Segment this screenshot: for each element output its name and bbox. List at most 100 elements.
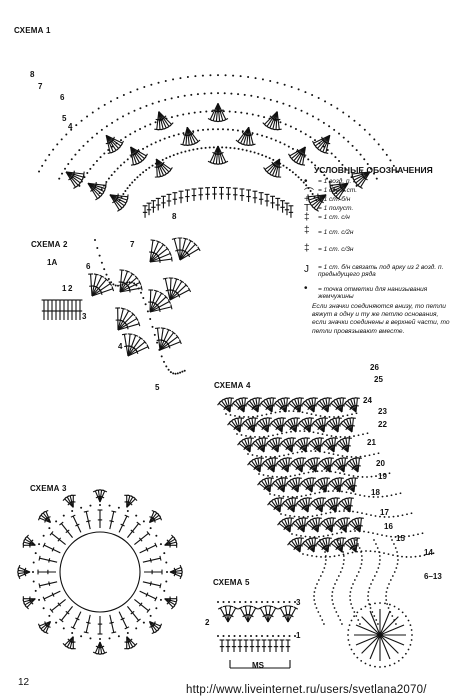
stitch-bar: [44, 621, 47, 626]
stitch-bar: [339, 182, 341, 187]
chain-dot: [80, 506, 83, 509]
stitch-bar: [158, 307, 161, 312]
chain-dot: [137, 287, 140, 290]
stitch-mark: [148, 621, 155, 633]
chain-dot: [283, 83, 286, 86]
stitch-mark: [109, 614, 115, 633]
stitch-mark: [127, 523, 140, 538]
stitch-bar: [109, 621, 114, 624]
chain-dot: [325, 512, 327, 515]
chain-dot: [282, 164, 285, 167]
chain-dot: [86, 115, 89, 118]
chain-dot: [281, 432, 283, 435]
chain-dot: [165, 365, 168, 368]
chain-dot: [307, 515, 309, 518]
chain-dot: [74, 153, 77, 156]
chain-dot: [250, 635, 252, 637]
chain-dot: [294, 107, 297, 110]
chain-dot: [410, 639, 413, 641]
chain-dot: [244, 601, 247, 603]
chain-dot: [364, 605, 367, 608]
chain-dot: [360, 608, 363, 611]
chain-dot: [67, 162, 70, 165]
chain-dot: [183, 94, 186, 97]
chain-dot: [348, 435, 351, 438]
chain-dot: [291, 171, 294, 174]
chain-dot: [279, 121, 282, 124]
chain-dot: [170, 97, 173, 100]
chain-dot: [225, 146, 228, 149]
stitch-mark: [329, 458, 332, 473]
chain-dot: [270, 412, 272, 415]
stitch-mark: [156, 328, 161, 351]
stitch-mark: [379, 634, 399, 654]
chain-dot: [179, 371, 182, 374]
chain-dot: [327, 490, 330, 493]
chain-dot: [237, 147, 240, 150]
stitch-mark: [90, 274, 93, 297]
chain-dot: [172, 134, 175, 137]
chain-dot: [117, 506, 120, 509]
chain-dot: [338, 510, 341, 513]
chain-dot: [334, 510, 336, 513]
chain-dot: [277, 601, 280, 603]
chain-dot: [320, 513, 323, 516]
chain-dot: [65, 133, 68, 136]
chain-dot: [352, 475, 355, 477]
chain-dot: [340, 547, 343, 549]
chain-dot: [229, 146, 232, 149]
chain-dot: [393, 605, 396, 608]
chain-dot: [341, 490, 343, 493]
chain-dot: [156, 341, 159, 344]
chain-dot: [377, 452, 380, 455]
chain-dot: [261, 601, 263, 603]
chain-dot: [371, 579, 374, 581]
stitch-mark: [142, 557, 161, 563]
chain-dot: [163, 552, 166, 555]
stitch-cap: [83, 631, 89, 634]
chain-dot: [351, 551, 354, 554]
stitch-mark: [179, 238, 187, 261]
chain-dot: [311, 93, 314, 96]
stitch-cap: [154, 596, 158, 602]
chain-dot: [86, 140, 89, 143]
chain-dot: [209, 74, 212, 77]
chain-dot: [225, 413, 227, 415]
stitch-bar: [126, 324, 129, 330]
chain-dot: [302, 553, 304, 555]
chain-dot: [238, 415, 241, 418]
chain-dot: [350, 648, 353, 651]
chain-dot: [274, 139, 277, 142]
stitch-bar: [120, 523, 125, 527]
stitch-mark: [287, 607, 297, 623]
chain-dot: [314, 492, 316, 495]
chain-dot: [360, 563, 363, 565]
chain-dot: [359, 623, 361, 625]
chain-dot: [293, 515, 296, 518]
chain-dot: [355, 149, 358, 152]
chain-dot: [361, 512, 363, 515]
stitch-mark: [149, 244, 164, 263]
stitch-mark: [209, 103, 219, 120]
chain-dot: [353, 579, 356, 581]
chain-dot: [375, 543, 377, 545]
chain-dot: [272, 434, 274, 437]
chain-dot: [142, 297, 145, 300]
chain-dot: [374, 665, 376, 668]
chain-dot: [395, 170, 398, 173]
chain-dot: [144, 125, 147, 128]
chain-dot: [317, 97, 320, 100]
stitch-mark: [149, 296, 167, 313]
chain-dot: [182, 113, 185, 116]
chain-dot: [373, 539, 375, 541]
chain-dot: [370, 475, 373, 478]
chain-dot: [83, 176, 86, 179]
chain-dot: [299, 130, 302, 133]
chain-dot: [358, 530, 361, 533]
chain-dot: [192, 130, 195, 133]
chain-dot: [230, 92, 233, 95]
chain-dot: [111, 121, 114, 124]
stitch-bar: [153, 518, 156, 523]
chain-dot: [350, 603, 353, 605]
chain-dot: [365, 550, 367, 552]
